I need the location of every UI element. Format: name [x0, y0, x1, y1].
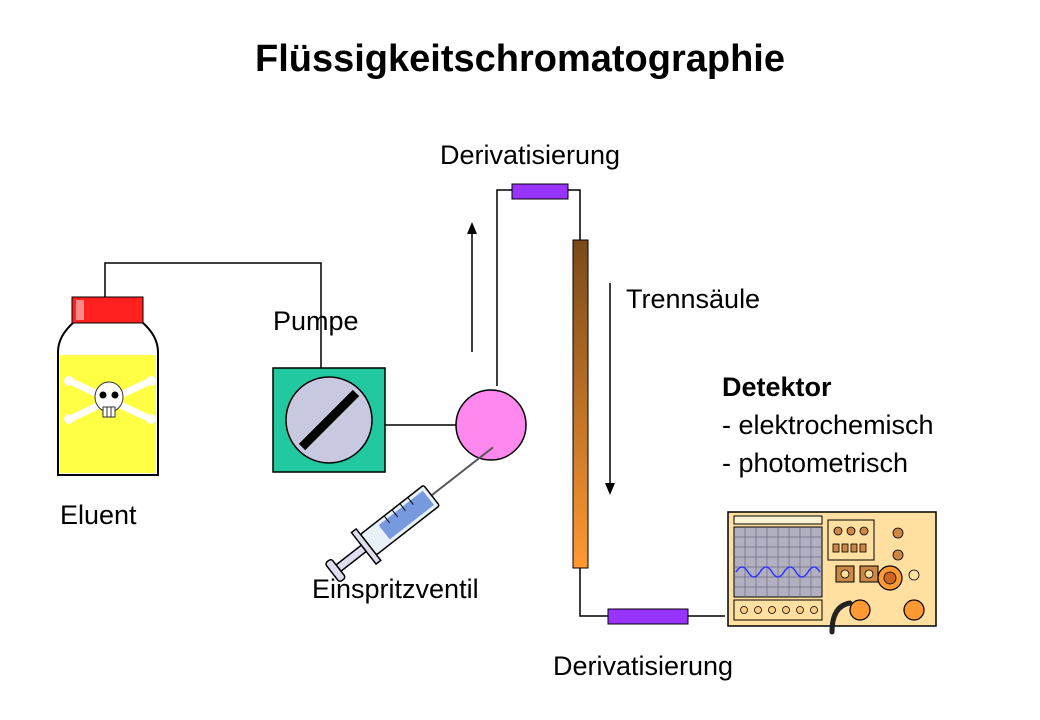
derivatization-top-label: Derivatisierung — [440, 140, 621, 170]
page-title: Flüssigkeitschromatographie — [254, 38, 785, 80]
derivatization-block-bottom — [607, 608, 689, 625]
pump-icon — [272, 367, 386, 473]
injector-label: Einspritzventil — [312, 574, 479, 604]
derivatization-block-top — [511, 183, 569, 200]
detector-item-photometric: - photometrisch — [722, 448, 909, 478]
detector-info: Detektor - elektrochemisch - photometris… — [722, 368, 934, 482]
detector-heading: Detektor — [722, 372, 832, 402]
separation-column — [572, 239, 589, 569]
detector-item-electrochemical: - elektrochemisch — [722, 410, 934, 440]
poison-bottle-icon — [57, 296, 159, 476]
flow-arrow-down — [605, 283, 615, 495]
derivatization-bottom-label: Derivatisierung — [553, 651, 734, 681]
eluent-label: Eluent — [60, 500, 137, 530]
tubing — [104, 189, 725, 617]
pump-label: Pumpe — [273, 306, 359, 336]
injection-valve — [455, 389, 527, 461]
skull-crossbones-icon — [64, 376, 156, 424]
flow-arrow-up — [467, 222, 477, 352]
column-label: Trennsäule — [626, 284, 761, 314]
tube-bottle-to-pump — [104, 262, 322, 368]
tube-valve-to-column — [496, 189, 581, 386]
detector-device-icon — [727, 511, 937, 635]
syringe-icon — [325, 446, 494, 582]
